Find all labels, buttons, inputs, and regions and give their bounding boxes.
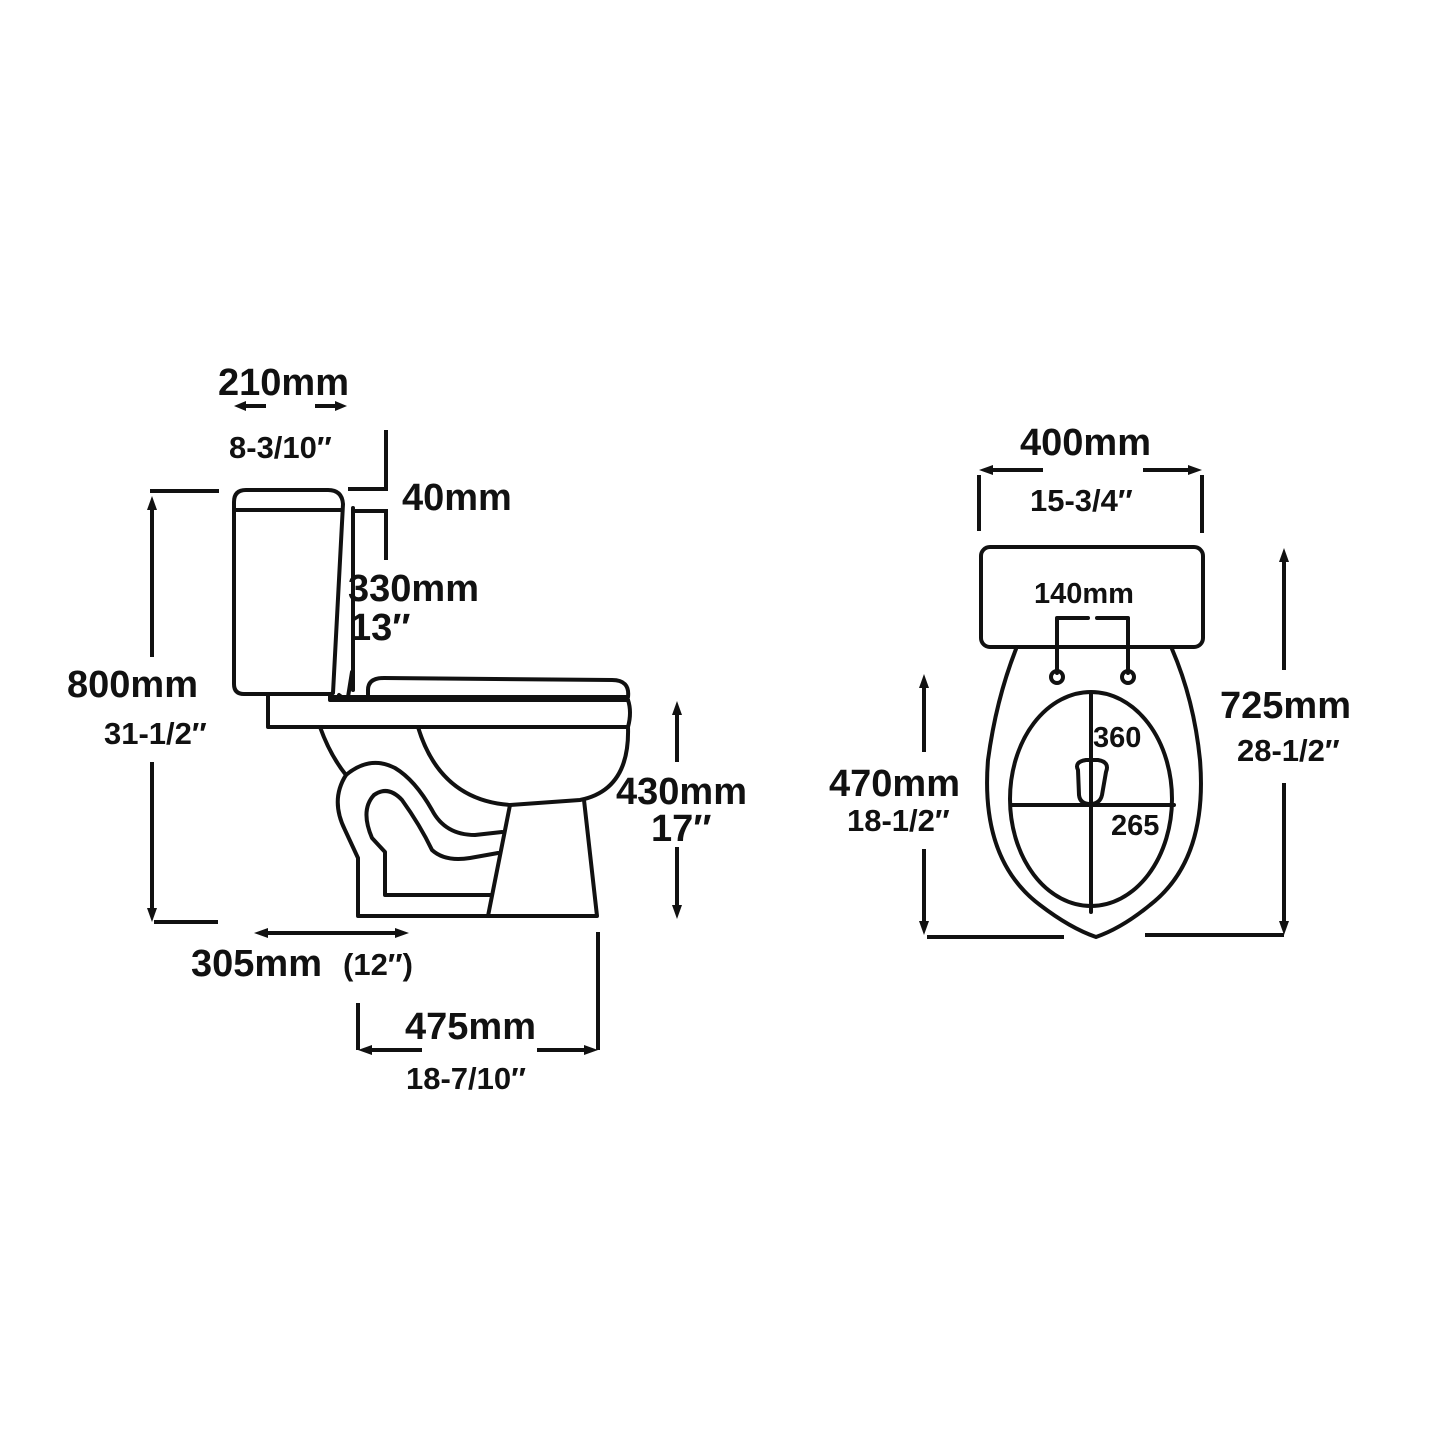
drain-outlet — [1075, 758, 1109, 806]
bowl-body — [416, 725, 631, 807]
rough-in-inch-label: (12″) — [343, 947, 413, 982]
tank-gap-mm-label: 40mm — [402, 477, 512, 519]
total-height-mm-label: 800mm — [67, 664, 198, 706]
base-length-inch-label: 18-7/10″ — [406, 1061, 526, 1096]
total-length-inch-label: 28-1/2″ — [1237, 733, 1340, 768]
pedestal — [486, 798, 599, 918]
bolt-spacing-label: 140mm — [1034, 578, 1134, 610]
tank-to-wall-mm-label: 330mm — [348, 568, 479, 610]
tank-connector — [337, 670, 354, 701]
seat-lid — [328, 676, 631, 699]
top-view-toilet — [979, 545, 1205, 939]
arrow-left-icon — [234, 401, 246, 411]
seat-height-mm-label: 430mm — [616, 771, 747, 813]
arrow-up-icon — [147, 496, 157, 510]
tank-depth-inch-label: 8-3/10″ — [229, 430, 332, 465]
tank-outline — [232, 488, 345, 696]
arrow-down-icon — [147, 908, 157, 922]
seat-height-inch-label: 17″ — [651, 808, 712, 850]
bolt-bracket-left — [1055, 616, 1090, 675]
tank-top-outline — [979, 545, 1205, 649]
tank-base — [266, 692, 630, 729]
trapway-inner-lower — [364, 793, 492, 897]
bolt-hole-right — [1120, 669, 1136, 685]
rim-line — [328, 695, 630, 702]
trapway-inner-upper — [372, 789, 500, 861]
rough-in-mm-label: 305mm — [191, 943, 322, 985]
total-height-inch-label: 31-1/2″ — [104, 716, 207, 751]
side-view-dimensions — [147, 401, 682, 1055]
rear-bowl — [318, 725, 348, 777]
opening-length-label: 360 — [1093, 722, 1142, 754]
bolt-hole-left — [1049, 669, 1065, 685]
base-length-mm-label: 475mm — [405, 1006, 536, 1048]
tank-depth-mm-label: 210mm — [218, 362, 349, 404]
side-view-toilet — [232, 488, 632, 918]
trapway-outer — [344, 760, 504, 837]
top-view-dimensions — [919, 465, 1289, 939]
bolt-bracket-right — [1095, 616, 1130, 675]
total-length-mm-label: 725mm — [1220, 685, 1351, 727]
rim-front — [626, 698, 632, 729]
width-inch-label: 15-3/4″ — [1030, 483, 1133, 518]
width-mm-label: 400mm — [1020, 422, 1151, 464]
opening-width-label: 265 — [1111, 810, 1160, 842]
tank-to-wall-inch-label: 13″ — [350, 607, 411, 649]
bowl-length-mm-label: 470mm — [829, 763, 960, 805]
bowl-length-inch-label: 18-1/2″ — [847, 803, 950, 838]
arrow-right-icon — [335, 401, 347, 411]
bowl-outer-outline — [985, 647, 1203, 939]
trapway-shell — [335, 773, 490, 918]
